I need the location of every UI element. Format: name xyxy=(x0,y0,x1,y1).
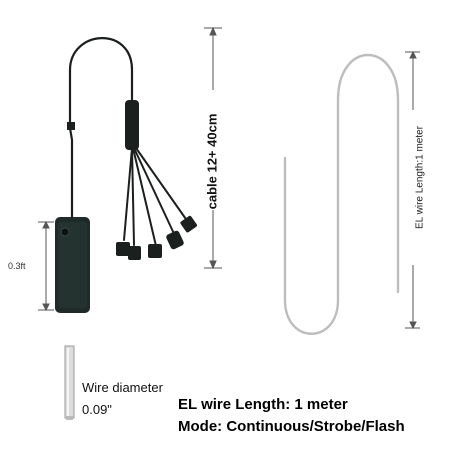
splitter-cable-bundle xyxy=(123,100,189,247)
el-wire-length-vertical-label: EL wire Length:1 meter xyxy=(414,125,426,230)
el-wire-length-dimension xyxy=(405,50,420,330)
inverter-dimension-label: 0.3ft xyxy=(8,261,26,271)
inverter-cable xyxy=(67,37,134,220)
el-wire xyxy=(283,53,400,335)
spec-mode-text: Mode: Continuous/Strobe/Flash xyxy=(178,418,405,435)
spec-length-text: EL wire Length: 1 meter xyxy=(178,396,348,413)
cable-length-dimension xyxy=(204,26,222,270)
wire-diameter-title: Wire diameter xyxy=(82,380,163,395)
inverter-box xyxy=(55,217,90,313)
connector-plugs xyxy=(116,215,197,266)
wire-diameter-value: 0.09" xyxy=(82,402,112,417)
wire-diameter-sample xyxy=(64,345,75,420)
inverter-switch-icon xyxy=(60,227,70,237)
inverter-height-dimension xyxy=(38,220,54,312)
cable-length-label: cable 12+ 40cm xyxy=(204,113,220,210)
